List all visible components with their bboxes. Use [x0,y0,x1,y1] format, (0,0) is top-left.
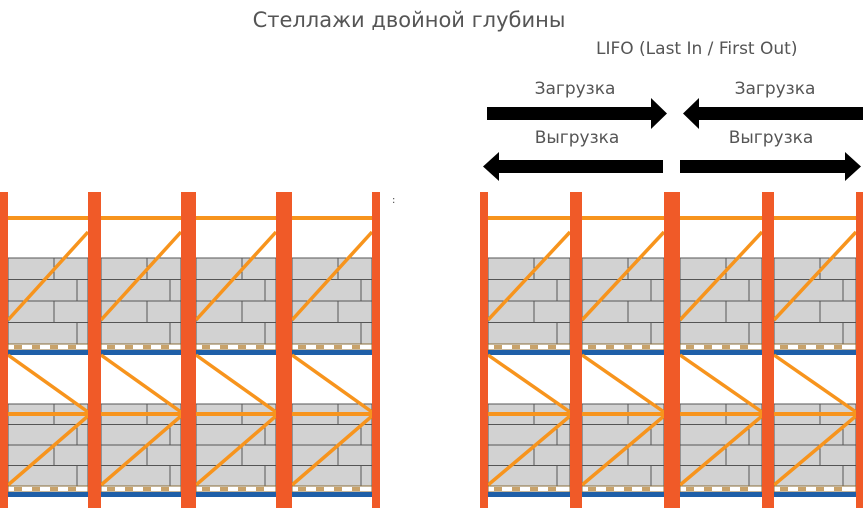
pallet [581,343,665,351]
rack-bay [93,192,189,508]
arrow-left-icon [683,98,863,129]
brick-load [195,257,277,345]
pallet [487,343,571,351]
brick-load [7,257,89,345]
brick-load [487,257,571,345]
load-left-label: Загрузка [534,79,616,99]
load-right-label: Загрузка [734,79,816,99]
rack-bay [766,192,863,508]
pallet [487,485,571,493]
brick-load [679,257,763,345]
pallet [100,343,182,351]
arrow-left-icon [483,152,663,181]
pallet [195,343,277,351]
brick-load [581,257,665,345]
arrow-right-icon [487,98,667,129]
rack-bay [188,192,284,508]
pallet [7,343,89,351]
diagram-title: Стеллажи двойной глубины [252,8,566,32]
stray-mark: : [392,195,396,206]
pallet [581,485,665,493]
pallet [100,485,182,493]
brick-load [773,257,857,345]
brick-load [581,403,665,487]
unload-left-label: Выгрузка [534,128,620,148]
lifo-subtitle: LIFO (Last In / First Out) [596,39,798,59]
pallet [773,343,857,351]
pallet [7,485,89,493]
rack-bay [284,192,380,508]
pallet [291,485,373,493]
pallet [773,485,857,493]
arrow-right-icon [680,152,861,181]
pallet [679,485,763,493]
unload-right-label: Выгрузка [728,128,814,148]
pallet [195,485,277,493]
brick-load [100,257,182,345]
pallet [679,343,763,351]
rack-bay [480,192,578,508]
pallet [291,343,373,351]
brick-load [291,257,373,345]
rack-bay [672,192,770,508]
rack-bay [0,192,96,508]
rack-bay [574,192,672,508]
